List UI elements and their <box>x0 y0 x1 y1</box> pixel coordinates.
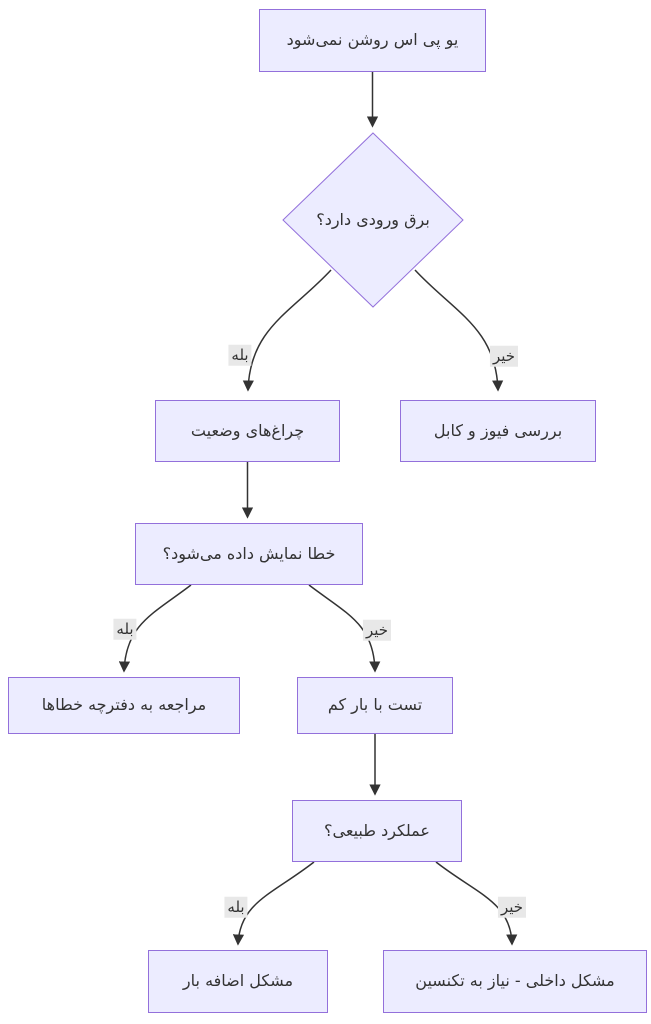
edge-label-yes: بله <box>228 344 252 366</box>
edge-error-displayed-to-manual <box>118 584 192 673</box>
edge-error-displayed-to-low-load-test <box>308 584 381 673</box>
node-refer-error-manual: مراجعه به دفترچه خطاها <box>8 677 240 734</box>
node-label: چراغ‌های وضعیت <box>190 420 305 440</box>
node-error-displayed: خطا نمایش داده می‌شود؟ <box>135 523 363 585</box>
node-overload-problem: مشکل اضافه بار <box>148 950 328 1013</box>
edge-decision-to-status-lights <box>242 269 332 392</box>
node-label: بررسی فیوز و کابل <box>433 420 563 440</box>
node-label: برق ورودی دارد؟ <box>316 209 430 229</box>
edge-normal-operation-to-internal-problem <box>435 861 518 946</box>
edge-label-no: خیر <box>362 619 392 641</box>
node-normal-operation: عملکرد طبیعی؟ <box>292 800 462 862</box>
node-ups-not-starting: یو پی اس روشن نمی‌شود <box>259 9 486 72</box>
node-label: تست با بار کم <box>327 695 423 715</box>
node-label: خطا نمایش داده می‌شود؟ <box>162 543 336 563</box>
node-label: یو پی اس روشن نمی‌شود <box>286 30 459 50</box>
decision-input-power: برق ورودی دارد؟ <box>283 133 463 307</box>
node-low-load-test: تست با بار کم <box>297 677 453 734</box>
node-label: مشکل داخلی - نیاز به تکنسین <box>415 971 615 991</box>
node-check-fuse-cable: بررسی فیوز و کابل <box>400 400 596 462</box>
node-label: مشکل اضافه بار <box>182 971 294 991</box>
edge-label-yes: بله <box>113 618 137 640</box>
decision-diamond-shape <box>282 132 464 308</box>
node-status-lights: چراغ‌های وضعیت <box>155 400 340 462</box>
node-internal-problem: مشکل داخلی - نیاز به تکنسین <box>383 950 647 1013</box>
edge-decision-to-check-fuse <box>414 269 504 392</box>
node-label: عملکرد طبیعی؟ <box>324 820 430 840</box>
edge-label-yes: بله <box>224 896 248 918</box>
edge-normal-operation-to-overload <box>232 861 315 946</box>
edge-label-no: خیر <box>497 896 527 918</box>
node-label: مراجعه به دفترچه خطاها <box>41 695 207 715</box>
edge-label-no: خیر <box>489 345 519 367</box>
